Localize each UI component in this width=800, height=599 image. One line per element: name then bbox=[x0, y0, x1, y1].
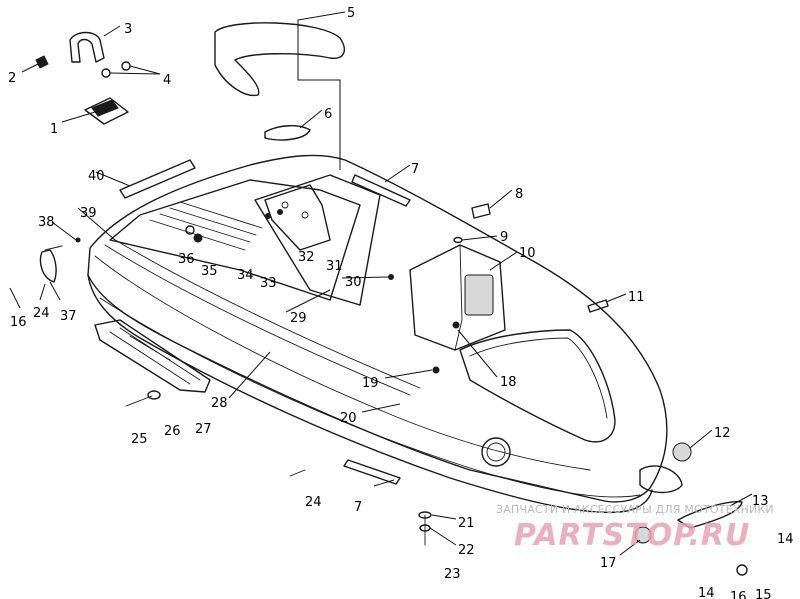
callout-c23: 23 bbox=[444, 567, 461, 582]
callout-c22: 22 bbox=[458, 543, 475, 558]
trim-strips bbox=[119, 159, 411, 485]
callout-c1: 1 bbox=[50, 122, 58, 137]
callout-c26: 26 bbox=[164, 424, 181, 439]
callout-c13: 13 bbox=[752, 494, 769, 509]
callout-c33: 33 bbox=[260, 276, 277, 291]
callout-c6: 6 bbox=[324, 107, 332, 122]
callout-c29: 29 bbox=[290, 311, 307, 326]
callout-c36: 36 bbox=[178, 252, 195, 267]
callout-c32: 32 bbox=[298, 250, 315, 265]
callout-c12: 12 bbox=[714, 426, 731, 441]
callout-c8: 8 bbox=[515, 187, 523, 202]
hinge-assembly bbox=[35, 31, 131, 125]
callout-c25: 25 bbox=[131, 432, 148, 447]
handle-pad bbox=[264, 125, 311, 141]
grab-handle bbox=[214, 22, 346, 97]
leader-lines bbox=[9, 11, 753, 556]
callout-c10: 10 bbox=[519, 246, 536, 261]
callout-c24a: 24 bbox=[33, 306, 50, 321]
callout-c5: 5 bbox=[347, 6, 355, 21]
callout-c2: 2 bbox=[8, 71, 16, 86]
ride-plate bbox=[94, 319, 211, 393]
callout-c14b: 14 bbox=[698, 586, 715, 599]
hull-body bbox=[87, 154, 668, 514]
callout-c28: 28 bbox=[211, 396, 228, 411]
callout-c37: 37 bbox=[60, 309, 77, 324]
callout-c16a: 16 bbox=[730, 590, 747, 599]
callout-c16b: 16 bbox=[10, 315, 27, 330]
callout-c11: 11 bbox=[628, 290, 645, 305]
callout-c9: 9 bbox=[500, 230, 508, 245]
callout-c3: 3 bbox=[124, 22, 132, 37]
callout-c4: 4 bbox=[163, 73, 171, 88]
callout-c30: 30 bbox=[345, 275, 362, 290]
seat-bracket bbox=[264, 184, 331, 251]
fasteners bbox=[39, 203, 609, 546]
watermark-logo: PARTSTOP.RU bbox=[514, 518, 751, 553]
callout-c14a: 14 bbox=[777, 532, 794, 547]
callout-c19: 19 bbox=[362, 376, 379, 391]
callout-c35: 35 bbox=[201, 264, 218, 279]
callout-c7a: 7 bbox=[411, 162, 419, 177]
callout-c24b: 24 bbox=[305, 495, 322, 510]
callout-c40: 40 bbox=[88, 169, 105, 184]
callout-c34: 34 bbox=[237, 268, 254, 283]
callout-c21: 21 bbox=[458, 516, 475, 531]
callout-c38: 38 bbox=[38, 215, 55, 230]
callout-c31: 31 bbox=[326, 259, 343, 274]
watermark-caption: ЗАПЧАСТИ И АКСЕССУАРЫ ДЛЯ МОТОТЕХНИКИ bbox=[496, 503, 774, 516]
callout-c15: 15 bbox=[755, 588, 772, 599]
callout-c20: 20 bbox=[340, 411, 357, 426]
bow-eye-and-hardware bbox=[634, 442, 748, 576]
callout-c7b: 7 bbox=[354, 500, 362, 515]
callout-c39: 39 bbox=[80, 206, 97, 221]
callout-c18: 18 bbox=[500, 375, 517, 390]
callout-c17: 17 bbox=[600, 556, 617, 571]
callout-c27: 27 bbox=[195, 422, 212, 437]
